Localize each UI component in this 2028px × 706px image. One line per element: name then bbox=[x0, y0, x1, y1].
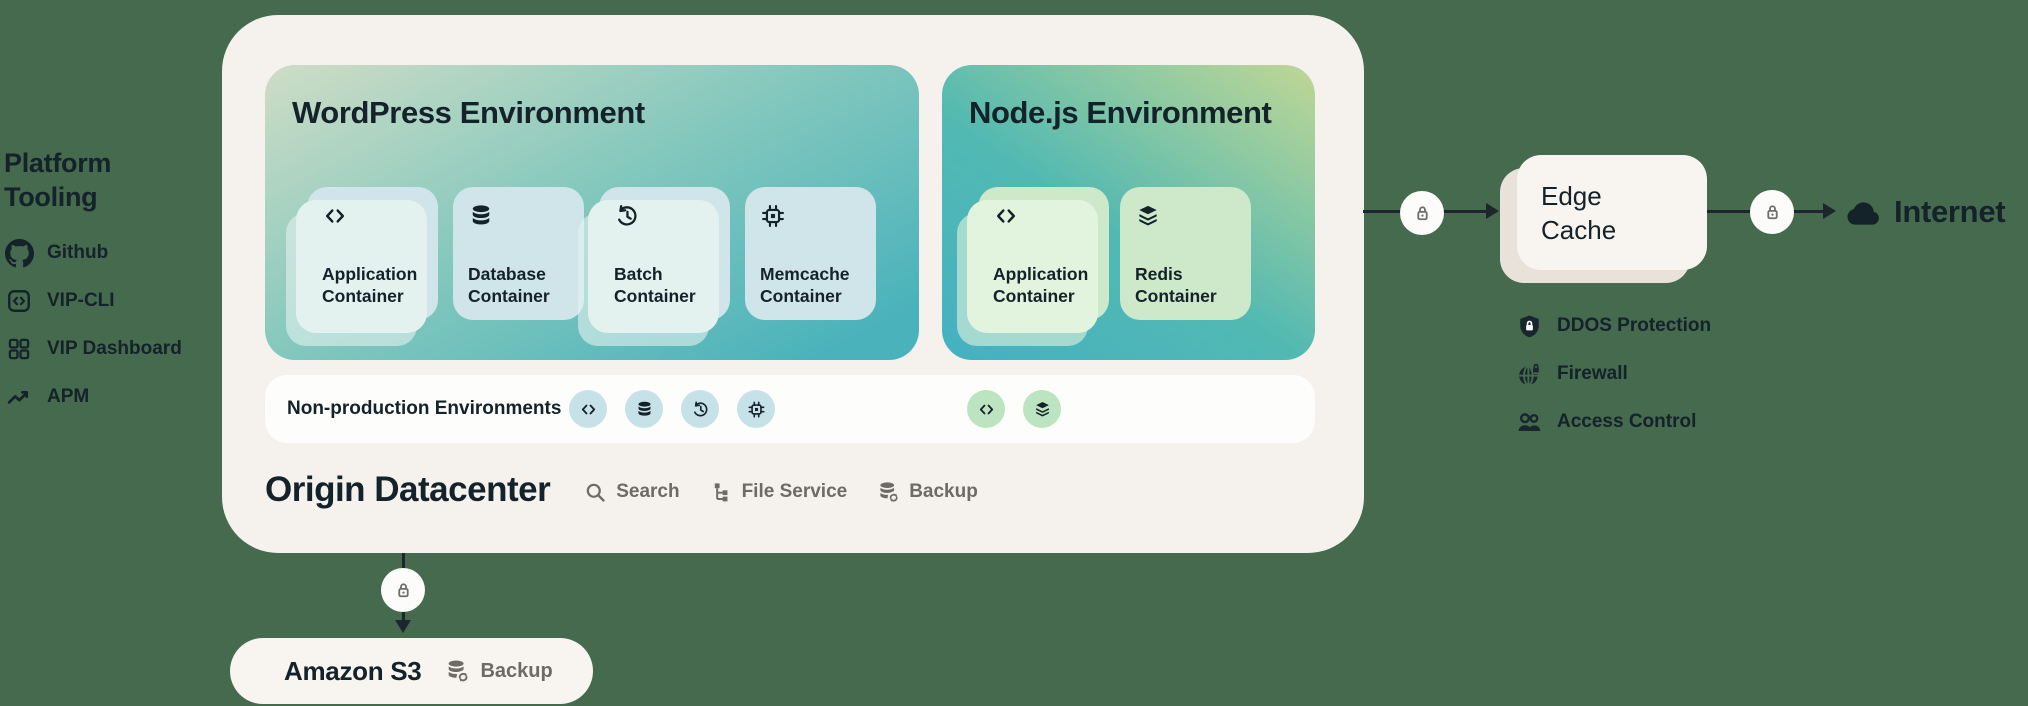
apm-trend-icon bbox=[4, 382, 34, 412]
tooling-item-vip-cli: VIP-CLI bbox=[4, 286, 214, 316]
service-label: Search bbox=[616, 481, 680, 502]
dashboard-grid-icon bbox=[4, 334, 34, 364]
backup-icon bbox=[877, 481, 900, 504]
container-label: Database Container bbox=[468, 264, 550, 306]
vip-cli-icon bbox=[4, 286, 34, 316]
non-production-strip: Non-production Environments bbox=[265, 375, 1315, 443]
wordpress-containers-row: Application Container Database Container… bbox=[307, 187, 876, 320]
shield-lock-icon bbox=[1516, 313, 1543, 340]
tooling-item-github: Github bbox=[4, 238, 214, 268]
wordpress-environment-title: WordPress Environment bbox=[292, 95, 645, 130]
wordpress-environment-card: WordPress Environment Application Contai… bbox=[265, 65, 919, 360]
arrowhead-right-icon bbox=[1823, 203, 1836, 219]
layers-icon bbox=[1135, 203, 1237, 229]
container-label: Batch Container bbox=[614, 264, 696, 306]
lock-badge bbox=[381, 568, 425, 612]
service-search: Search bbox=[584, 481, 680, 504]
github-icon bbox=[4, 238, 34, 268]
nodejs-environment-title: Node.js Environment bbox=[969, 95, 1272, 130]
s3-backup-badge: Backup bbox=[445, 659, 553, 684]
security-item-access-control: Access Control bbox=[1516, 408, 1711, 436]
users-icon bbox=[1516, 409, 1543, 436]
tooling-item-apm: APM bbox=[4, 382, 214, 412]
database-icon bbox=[468, 203, 570, 229]
edge-cache-box: Edge Cache bbox=[1517, 155, 1707, 270]
edge-cache-box-face: Edge Cache bbox=[1517, 155, 1707, 270]
security-feature-list: DDOS Protection Firewall Access Control bbox=[1516, 312, 1711, 436]
code-icon bbox=[993, 203, 1095, 229]
container-label: Memcache Container bbox=[760, 264, 850, 306]
service-label: File Service bbox=[741, 481, 848, 502]
search-icon bbox=[584, 481, 607, 504]
globe-lock-icon bbox=[1516, 361, 1543, 388]
security-item-label: DDOS Protection bbox=[1557, 315, 1712, 336]
service-label: Backup bbox=[909, 481, 978, 502]
container-label: Redis Container bbox=[1135, 264, 1217, 306]
chip-icon bbox=[760, 203, 862, 229]
service-file-service: File Service bbox=[710, 481, 848, 504]
lock-icon bbox=[1411, 202, 1434, 225]
arrowhead-down-icon bbox=[395, 620, 411, 633]
security-item-label: Firewall bbox=[1557, 363, 1628, 384]
container-label: Application Container bbox=[322, 264, 418, 306]
security-item-firewall: Firewall bbox=[1516, 360, 1711, 388]
lock-badge bbox=[1400, 191, 1444, 235]
code-icon bbox=[967, 390, 1005, 428]
tooling-item-vip-dashboard: VIP Dashboard bbox=[4, 334, 214, 364]
service-backup: Backup bbox=[877, 481, 978, 504]
non-production-nodejs-badges bbox=[967, 390, 1061, 428]
amazon-s3-box: Amazon S3 Backup bbox=[230, 638, 593, 704]
container-label: Application Container bbox=[993, 264, 1089, 306]
batch-container-card: Batch Container bbox=[599, 187, 730, 320]
edge-cache-label-line2: Cache bbox=[1541, 215, 1617, 245]
history-icon bbox=[614, 203, 716, 229]
edge-cache-label-line1: Edge bbox=[1541, 181, 1602, 211]
non-production-wordpress-badges bbox=[569, 390, 775, 428]
application-container-card: Application Container bbox=[307, 187, 438, 320]
security-item-label: Access Control bbox=[1557, 411, 1697, 432]
database-icon bbox=[625, 390, 663, 428]
tooling-item-label: Github bbox=[47, 242, 109, 263]
origin-title-row: Origin Datacenter Search File Service Ba… bbox=[265, 470, 978, 510]
amazon-s3-title: Amazon S3 bbox=[284, 655, 422, 686]
internet-label: Internet bbox=[1894, 194, 2006, 229]
security-item-ddos: DDOS Protection bbox=[1516, 312, 1711, 340]
chip-icon bbox=[737, 390, 775, 428]
origin-services: Search File Service Backup bbox=[584, 477, 978, 504]
application-container-card: Application Container bbox=[978, 187, 1109, 320]
redis-container-card: Redis Container bbox=[1120, 187, 1251, 320]
lock-icon bbox=[1761, 201, 1784, 224]
s3-backup-label: Backup bbox=[480, 659, 553, 682]
platform-tooling-panel: Platform Tooling Github VIP-CLI VIP Dash… bbox=[4, 146, 214, 412]
tooling-item-label: APM bbox=[47, 386, 90, 407]
tooling-item-label: VIP-CLI bbox=[47, 290, 115, 311]
arrowhead-right-icon bbox=[1486, 203, 1499, 219]
platform-tooling-title: Platform Tooling bbox=[4, 148, 112, 212]
layers-icon bbox=[1023, 390, 1061, 428]
origin-datacenter-title: Origin Datacenter bbox=[265, 470, 551, 509]
nodejs-environment-card: Node.js Environment Application Containe… bbox=[942, 65, 1315, 360]
memcache-container-card: Memcache Container bbox=[745, 187, 876, 320]
cloud-icon bbox=[1843, 193, 1883, 233]
non-production-label: Non-production Environments bbox=[287, 398, 562, 419]
origin-datacenter-container: WordPress Environment Application Contai… bbox=[222, 15, 1364, 553]
tooling-item-label: VIP Dashboard bbox=[47, 338, 182, 359]
database-container-card: Database Container bbox=[453, 187, 584, 320]
file-tree-icon bbox=[710, 481, 733, 504]
code-icon bbox=[569, 390, 607, 428]
history-icon bbox=[681, 390, 719, 428]
nodejs-containers-row: Application Container Redis Container bbox=[978, 187, 1251, 320]
backup-icon bbox=[445, 659, 470, 684]
lock-icon bbox=[392, 579, 415, 602]
code-icon bbox=[322, 203, 424, 229]
lock-badge bbox=[1750, 190, 1794, 234]
